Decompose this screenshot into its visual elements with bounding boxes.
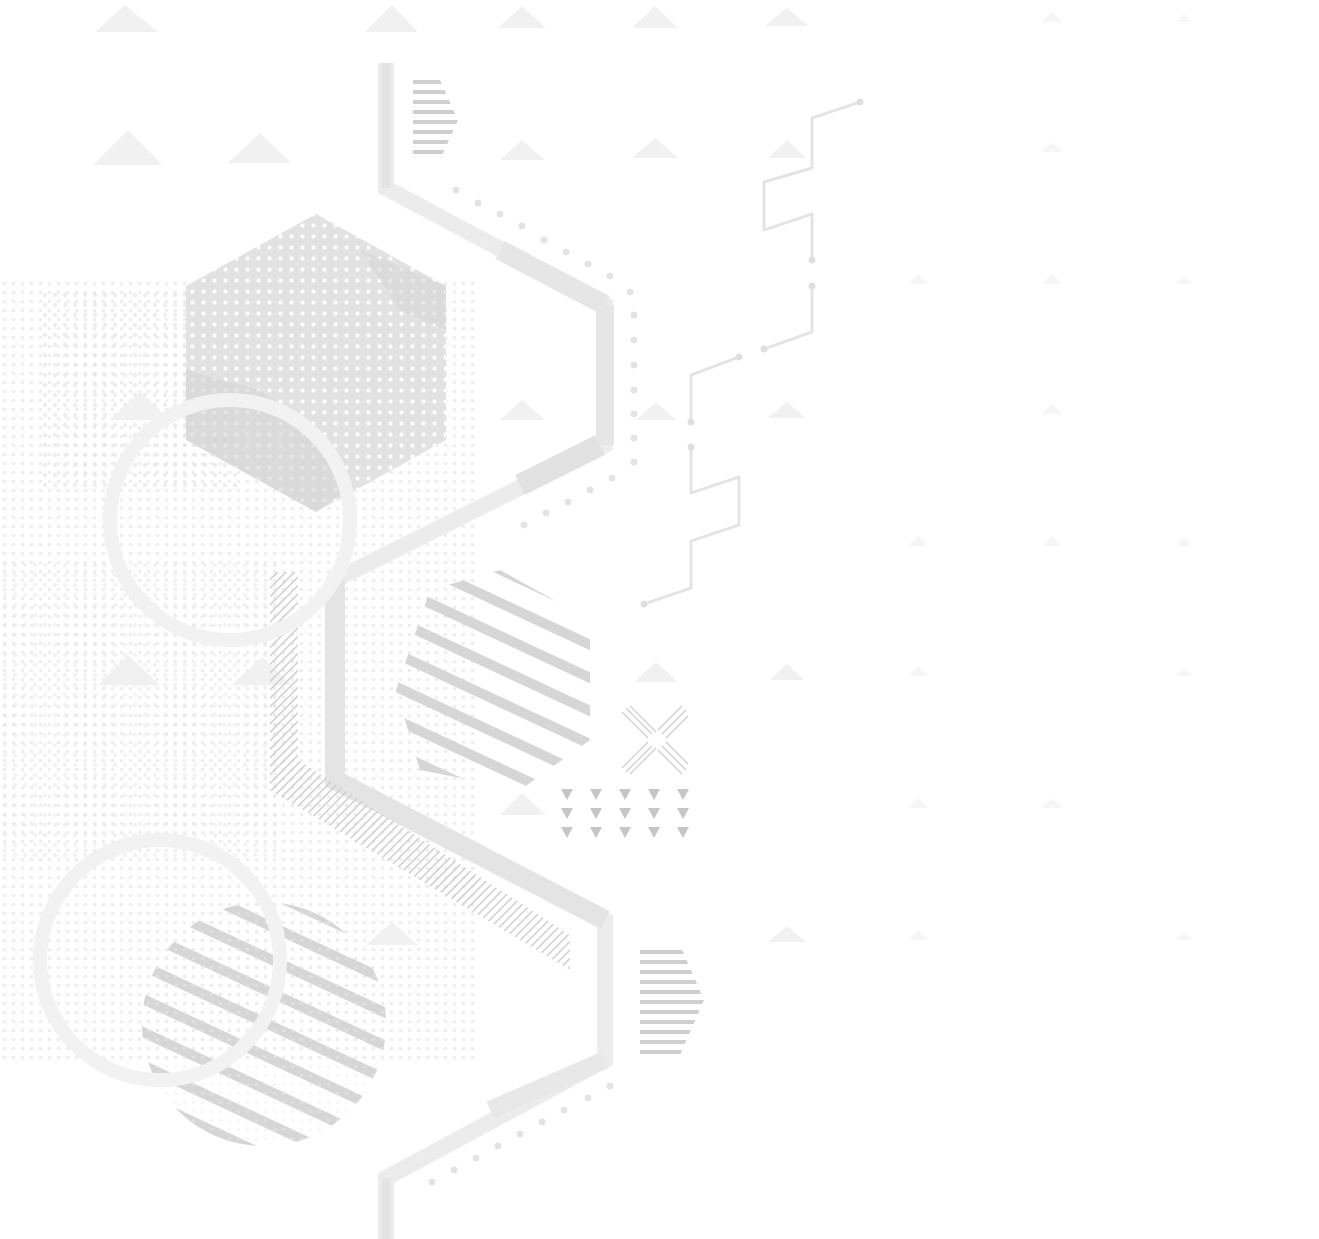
triangle-pattern-far — [908, 12, 1192, 940]
triangle-pattern — [93, 5, 808, 945]
circuit-line-icon — [643, 100, 861, 606]
hexagon-striped-bottom-icon — [640, 945, 704, 1055]
hexagon-striped-icon — [396, 570, 590, 790]
x-mark-hatched-icon — [621, 705, 689, 775]
hatched-band — [270, 572, 570, 970]
triangle-grid-icon — [561, 789, 689, 838]
dot-chain — [428, 186, 638, 1186]
faint-circles — [33, 393, 357, 1087]
zigzag-band — [325, 63, 614, 1239]
circuit-nodes — [640, 98, 864, 608]
hexagon-striped-top-icon — [413, 80, 458, 160]
